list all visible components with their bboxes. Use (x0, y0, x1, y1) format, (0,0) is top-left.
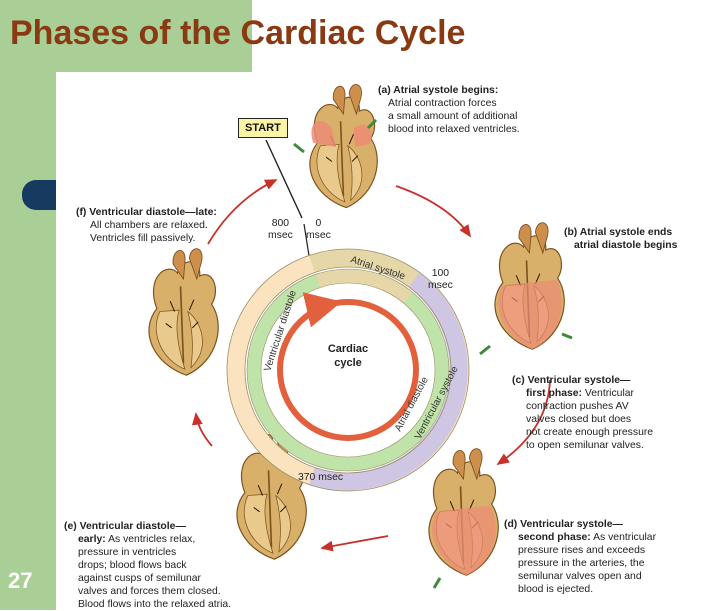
heart-atrial-systole-begins (310, 85, 377, 208)
time-0-unit: msec (306, 230, 331, 242)
phase-c-line: not create enough pressure (526, 426, 653, 439)
phase-f-line: All chambers are relaxed. (90, 219, 217, 232)
phase-e-line: against cusps of semilunar (78, 572, 231, 585)
phase-e-title-1: (e) Ventricular diastole— (64, 521, 186, 532)
time-800: 800 msec (268, 218, 293, 242)
phase-a-title: (a) Atrial systole begins: (378, 85, 498, 96)
phase-e-title-2: early: (78, 534, 106, 545)
time-0-value: 0 (306, 218, 331, 230)
time-800-unit: msec (268, 230, 293, 242)
phase-c-line: contraction pushes AV (526, 400, 653, 413)
phase-e-line: drops; blood flows back (78, 559, 231, 572)
start-box: START (238, 118, 288, 138)
cycle-center-line1: Cardiac (328, 343, 368, 355)
heart-ventricular-diastole-late (149, 249, 218, 376)
phase-d-label: (d) Ventricular systole— second phase: A… (504, 518, 656, 596)
phase-b-label: (b) Atrial systole ends atrial diastole … (564, 226, 677, 252)
phase-e-line: Blood flows into the relaxed atria. (78, 598, 231, 611)
phase-a-line: blood into relaxed ventricles. (388, 123, 520, 136)
phase-f-line: Ventricles fill passively. (90, 232, 217, 245)
phase-d-line: pressure in the arteries, the (518, 557, 656, 570)
phase-c-title-2: first phase: (526, 388, 582, 399)
phase-c-label: (c) Ventricular systole— first phase: Ve… (512, 374, 653, 452)
start-pointer-line (266, 140, 302, 218)
time-100: 100 msec (428, 268, 453, 292)
phase-c-rest: Ventricular (585, 388, 634, 399)
phase-d-line: pressure rises and exceeds (518, 544, 656, 557)
phase-d-title-1: (d) Ventricular systole— (504, 519, 623, 530)
heart-atrial-systole-ends (495, 223, 564, 350)
phase-e-line: pressure in ventricles (78, 546, 231, 559)
time-100-unit: msec (428, 280, 453, 292)
time-0: 0 msec (306, 218, 331, 242)
phase-a-line: a small amount of additional (388, 110, 520, 123)
time-800-value: 800 (268, 218, 293, 230)
phase-d-line: semilunar valves open and (518, 570, 656, 583)
phase-a-line: Atrial contraction forces (388, 97, 520, 110)
time-100-value: 100 (428, 268, 453, 280)
phase-f-label: (f) Ventricular diastole—late: All chamb… (76, 206, 217, 245)
phase-e-label: (e) Ventricular diastole— early: As vent… (64, 520, 231, 611)
cycle-center-line2: cycle (334, 357, 362, 369)
heart-ventricular-systole-second (429, 449, 498, 576)
phase-d-rest: As ventricular (593, 532, 656, 543)
phase-c-line: to open semilunar valves. (526, 439, 653, 452)
phase-c-line: valves closed but does (526, 413, 653, 426)
phase-d-title-2: second phase: (518, 532, 591, 543)
slide-page-number: 27 (8, 568, 32, 594)
phase-e-line: valves and forces them closed. (78, 585, 231, 598)
time-370: 370 msec (298, 472, 343, 484)
phase-d-line: blood is ejected. (518, 583, 656, 596)
phase-b-title-1: (b) Atrial systole ends (564, 227, 672, 238)
phase-c-title-1: (c) Ventricular systole— (512, 375, 630, 386)
phase-a-label: (a) Atrial systole begins: Atrial contra… (378, 84, 520, 136)
phase-b-title-2: atrial diastole begins (574, 240, 677, 251)
phase-e-rest: As ventricles relax, (108, 534, 195, 545)
phase-f-title: (f) Ventricular diastole—late: (76, 207, 217, 218)
